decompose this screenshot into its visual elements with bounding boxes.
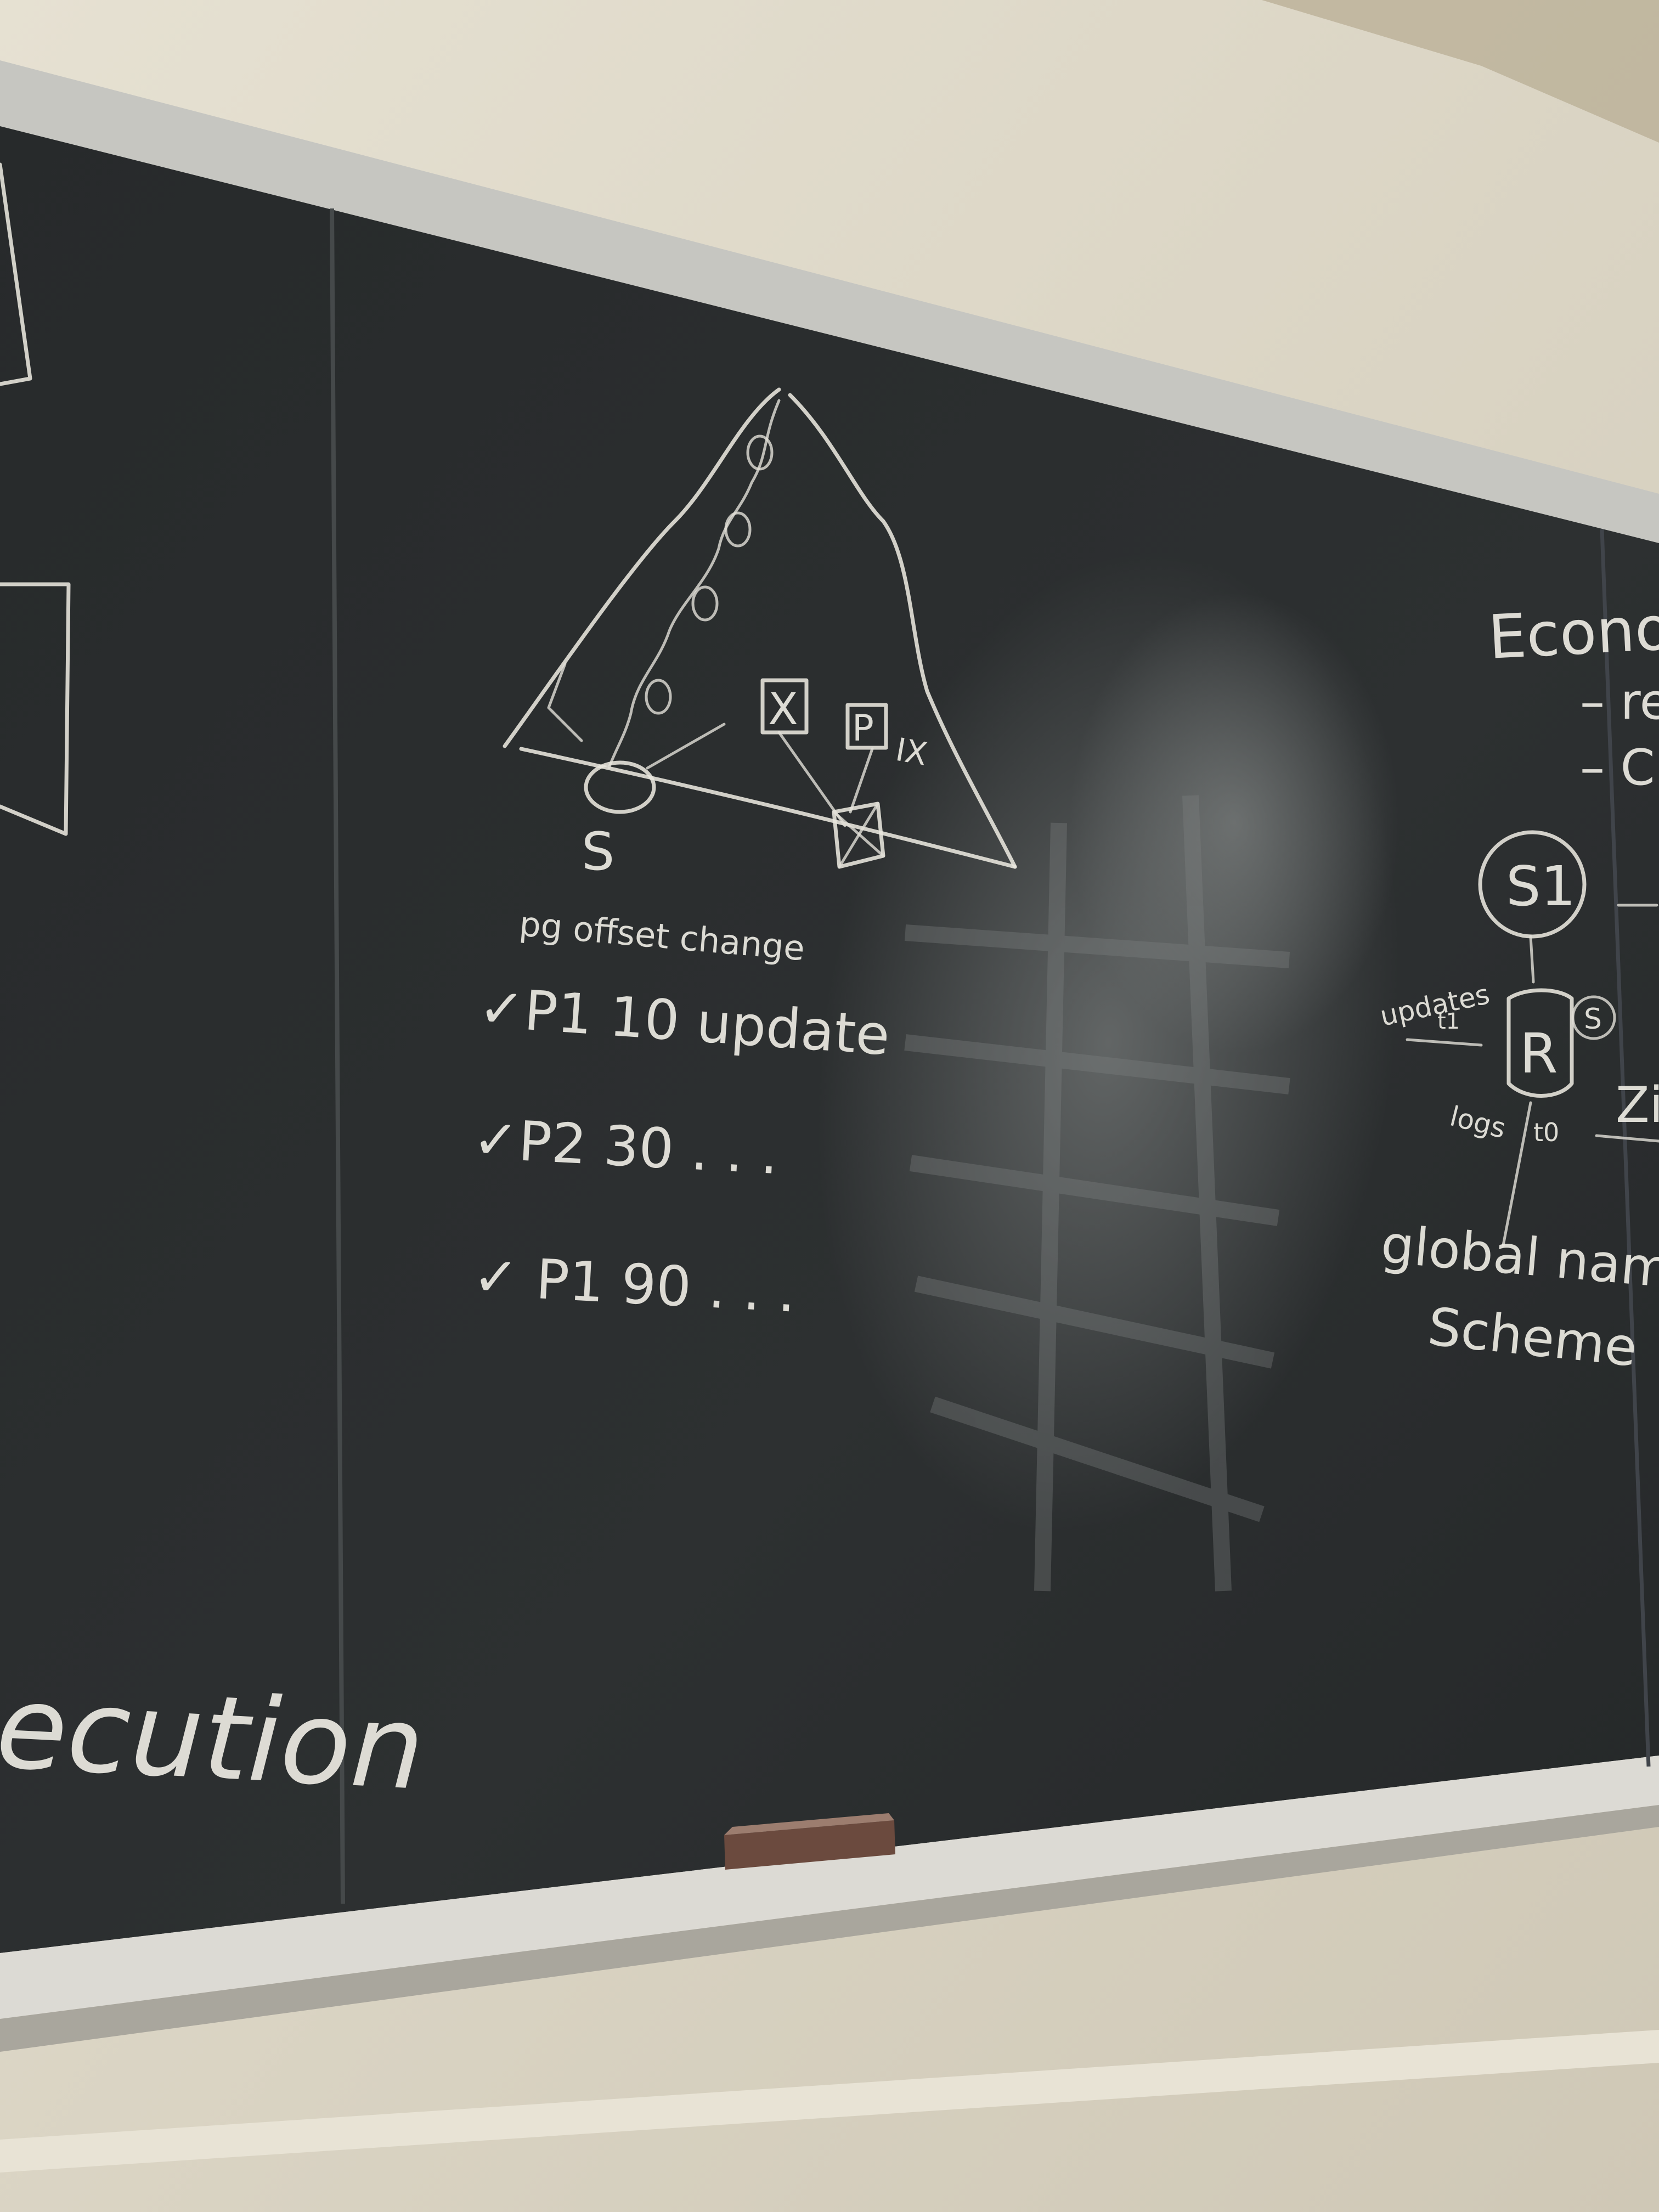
wall-trim	[0, 2030, 1659, 2172]
diagram-ix-label: IX	[893, 731, 930, 773]
right-bullet-1: – re	[1580, 673, 1659, 731]
board-seam-right	[1600, 529, 1651, 1767]
node-r-label: R	[1520, 1022, 1558, 1086]
diagram-s-label: S	[582, 822, 614, 882]
left-box-mid	[0, 582, 71, 836]
right-title: Economi	[1487, 589, 1659, 673]
chalk-tray-shadow	[0, 1805, 1659, 2052]
zi-label: Zi	[1616, 1076, 1659, 1134]
erased-smudge-2	[1070, 592, 1399, 1053]
node-s-label: S	[1584, 1003, 1602, 1036]
node-s1-label: S1	[1506, 854, 1576, 918]
eraser-felt	[724, 1813, 894, 1835]
board-seam-left	[330, 208, 345, 1904]
diagram-p-box-label: P	[852, 707, 874, 749]
t1-label: t1	[1437, 1009, 1460, 1034]
diagram-x-box-label: X	[768, 684, 798, 735]
table-row-2: ✓P2 30 . . .	[471, 1107, 780, 1187]
right-diagram	[1406, 830, 1659, 1247]
eraser	[724, 1820, 895, 1870]
wall-shadow	[1262, 0, 1659, 143]
left-box-top	[0, 162, 32, 386]
chalk-tray	[0, 1756, 1659, 2019]
t0-label: t0	[1533, 1118, 1559, 1147]
tree-diagram	[503, 387, 1017, 869]
smudge-streaks	[904, 795, 1290, 1592]
left-word: ecution	[0, 1660, 427, 1816]
right-bullet-2: – C	[1580, 739, 1655, 797]
